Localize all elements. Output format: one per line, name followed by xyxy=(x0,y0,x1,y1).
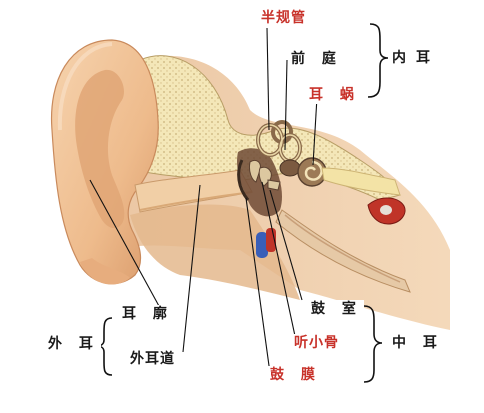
label-auricle: 耳 廓 xyxy=(120,305,175,323)
vestibule-shape xyxy=(279,159,301,177)
lower-tissue xyxy=(130,204,300,300)
auricle-inner-fold xyxy=(75,69,125,229)
label-cochlea: 耳 蜗 xyxy=(307,86,362,104)
label-ear-canal: 外耳道 xyxy=(128,350,177,368)
eardrum-shape xyxy=(237,159,250,201)
brace-inner-ear xyxy=(367,23,389,98)
label-vestibule: 前 庭 xyxy=(289,50,344,68)
earlobe xyxy=(80,258,130,285)
cochlea-shape xyxy=(297,157,327,187)
auricle-helix-rim xyxy=(57,42,113,131)
label-inner-ear: 内耳 xyxy=(390,49,442,67)
label-ossicles: 听小骨 xyxy=(292,334,341,352)
label-tympanic-cavity: 鼓 室 xyxy=(309,300,364,318)
label-middle-ear: 中 耳 xyxy=(390,334,445,352)
auditory-nerve xyxy=(321,167,401,196)
leader-lines xyxy=(89,27,318,374)
label-semicircular-canals: 半规管 xyxy=(259,9,308,27)
brace-middle-ear xyxy=(363,305,383,383)
label-eardrum: 鼓 膜 xyxy=(268,366,323,384)
label-outer-ear: 外 耳 xyxy=(46,335,101,353)
ossicles-shape xyxy=(249,159,281,191)
